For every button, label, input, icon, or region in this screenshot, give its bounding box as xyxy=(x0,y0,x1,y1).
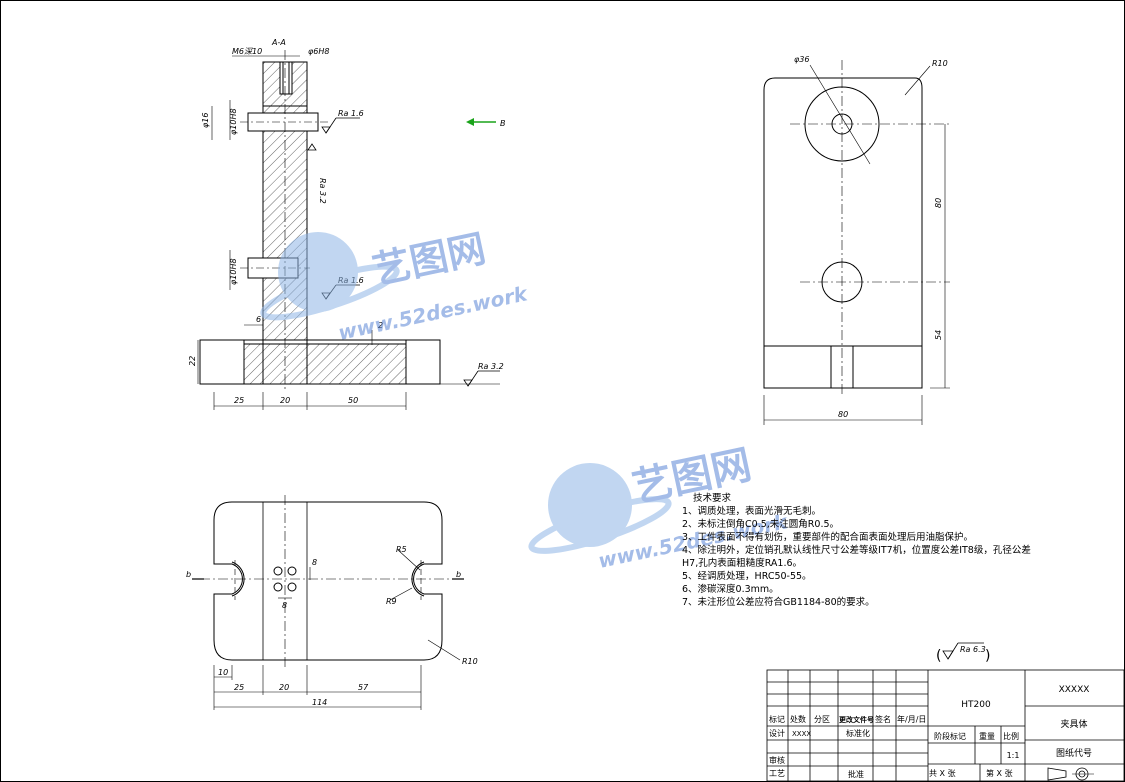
h54-label: 54 xyxy=(934,330,943,340)
eight-b-label: 8 xyxy=(282,601,287,610)
r10-top-label: R10 xyxy=(462,657,478,666)
w10-label: 10 xyxy=(218,668,228,677)
view-right-b: b xyxy=(456,570,461,579)
requirement-4-cont: H7,孔内表面粗糙度RA1.6。 xyxy=(682,557,802,569)
w20-top-label: 20 xyxy=(279,683,289,692)
material: HT200 xyxy=(961,700,991,710)
title-block xyxy=(766,669,1125,782)
hole-top-label: φ6H8 xyxy=(308,47,329,56)
six-label: 6 xyxy=(256,315,261,324)
ra-base-label: Ra 3.2 xyxy=(478,362,504,371)
view-b-label: B xyxy=(500,119,506,128)
r9-label: R9 xyxy=(386,597,397,606)
h80-label: 80 xyxy=(934,198,943,208)
h-docno: 更改文件号 xyxy=(839,715,874,724)
r-process: 工艺 xyxy=(769,769,785,778)
hole-upper-label: φ10H8 xyxy=(229,108,238,135)
d16-label: φ16 xyxy=(201,113,210,128)
r-design: 设计 xyxy=(769,728,785,738)
two-label: 2 xyxy=(378,321,383,330)
requirement-7: 7、未注形位公差应符合GB1184-80的要求。 xyxy=(682,596,875,608)
r10-label: R10 xyxy=(932,59,948,68)
watermark-cn-2: 艺图网 xyxy=(629,442,756,512)
thread-label: M6深10 xyxy=(232,47,262,56)
r-review: 审核 xyxy=(769,755,785,765)
w57-label: 57 xyxy=(358,683,369,692)
top-dims: b b 8 8 R5 R9 R10 10 25 20 57 114 xyxy=(186,545,478,707)
sheets-number: 第 X 张 xyxy=(986,768,1013,778)
w25-top-label: 25 xyxy=(234,683,244,692)
h22-label: 22 xyxy=(188,356,197,366)
eight-a-label: 8 xyxy=(312,558,317,567)
front-section-view: A-A xyxy=(197,38,500,410)
title-block-text: HT200 XXXXX 夹具体 图纸代号 1:1 标记 处数 分区 更改文件号 … xyxy=(769,685,1092,779)
w50-label: 50 xyxy=(348,396,358,405)
top-view xyxy=(192,495,464,710)
r5-label: R5 xyxy=(396,545,407,554)
drawing-number: 图纸代号 xyxy=(1056,747,1092,759)
svg-text:(: ( xyxy=(936,648,941,664)
side-view xyxy=(763,60,950,425)
requirement-3: 3、工件表面不得有划伤，重要部件的配合面表面处理后用油脂保护。 xyxy=(682,531,973,543)
general-roughness-value: Ra 6.3 xyxy=(960,645,986,654)
w80-label: 80 xyxy=(838,410,848,419)
hole-lower-label: φ10H8 xyxy=(229,258,238,285)
c-ratio: 比例 xyxy=(1003,731,1019,741)
r-approve: 批准 xyxy=(848,769,864,779)
part-name: 夹具体 xyxy=(1060,718,1087,730)
r-std: 标准化 xyxy=(846,728,870,738)
ra-upper-label: Ra 1.6 xyxy=(338,109,364,118)
w114-label: 114 xyxy=(312,698,327,707)
h-sign: 签名 xyxy=(875,714,891,724)
sheets-total: 共 X 张 xyxy=(929,769,956,778)
scale-value: 1:1 xyxy=(1007,751,1020,760)
company: XXXXX xyxy=(1059,685,1090,695)
watermark-cn-1: 艺图网 xyxy=(369,226,490,293)
requirement-1: 1、调质处理，表面光滑无毛刺。 xyxy=(682,505,821,517)
section-label: A-A xyxy=(271,38,286,47)
svg-text:): ) xyxy=(985,648,990,664)
requirement-2: 2、未标注倒角C0.5,未注圆角R0.5。 xyxy=(682,518,839,530)
requirements-title: 技术要求 xyxy=(693,492,732,504)
w20-label: 20 xyxy=(280,396,290,405)
c-weight: 重量 xyxy=(979,731,995,741)
h-date: 年/月/日 xyxy=(897,714,926,724)
requirement-6: 6、渗碳深度0.3mm。 xyxy=(682,583,779,595)
requirement-4: 4、除注明外，定位销孔默认线性尺寸公差等级IT7机，位置度公差IT8级，孔径公差 xyxy=(682,544,1031,556)
requirement-5: 5、经调质处理，HRC50-55。 xyxy=(682,570,812,582)
r-designer: XXXX xyxy=(792,730,811,738)
c-stage: 阶段标记 xyxy=(934,731,966,741)
w25-label: 25 xyxy=(234,396,244,405)
view-b-arrow: B xyxy=(466,118,506,128)
h-count: 处数 xyxy=(790,714,806,724)
h-mark: 标记 xyxy=(769,714,785,724)
view-left-b: b xyxy=(186,570,191,579)
h-zone: 分区 xyxy=(814,715,830,724)
side-dims: φ36 R10 80 54 80 xyxy=(794,55,948,419)
d36-label: φ36 xyxy=(794,55,809,64)
technical-requirements: 技术要求 1、调质处理，表面光滑无毛刺。 2、未标注倒角C0.5,未注圆角R0.… xyxy=(682,492,1031,608)
general-roughness: ( Ra 6.3 ) xyxy=(936,642,990,664)
front-dims: M6深10 φ6H8 φ16 φ10H8 Ra 1.6 Ra 3.2 φ10H8… xyxy=(188,47,504,405)
ra-side-label: Ra 3.2 xyxy=(318,178,327,204)
